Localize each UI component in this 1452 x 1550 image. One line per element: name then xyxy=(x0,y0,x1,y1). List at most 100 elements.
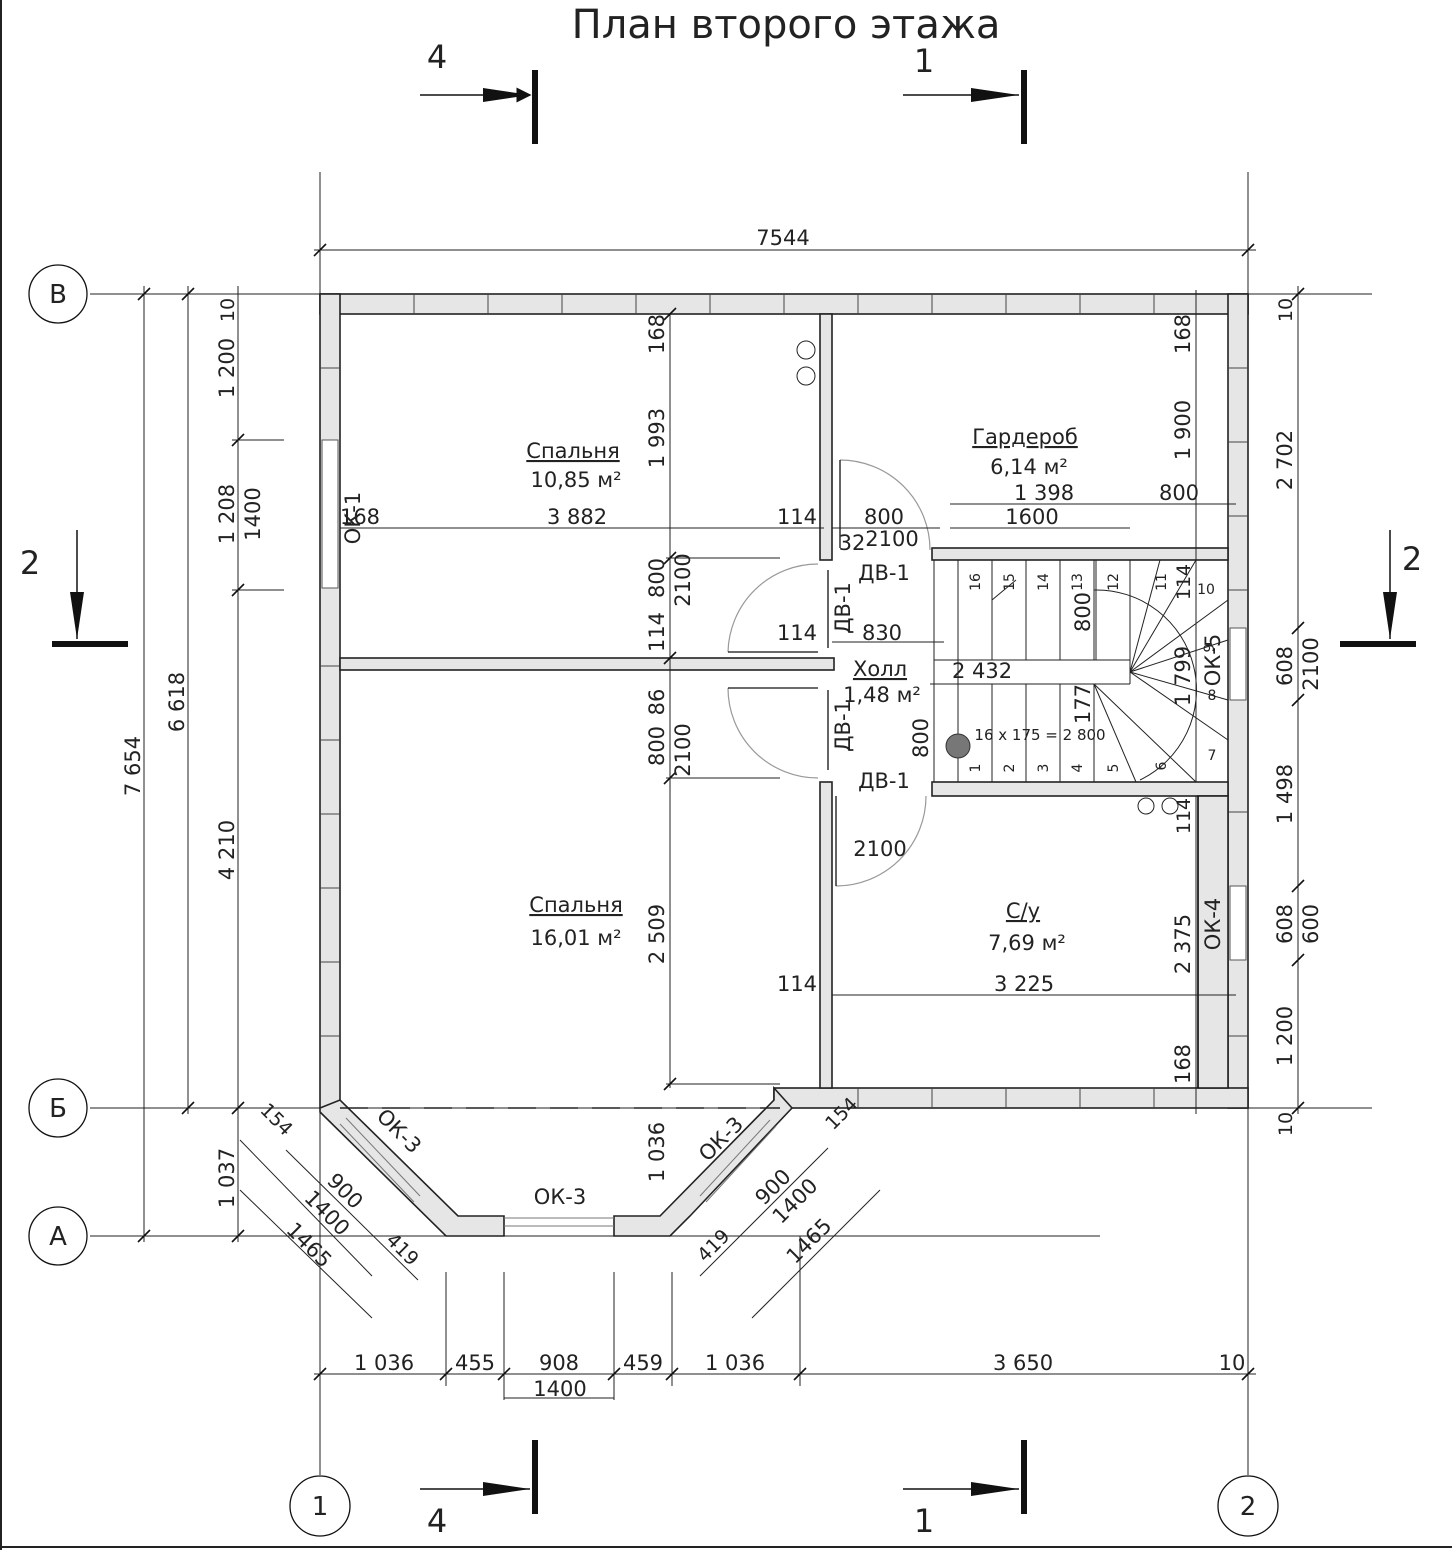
svg-text:Гардероб: Гардероб xyxy=(972,425,1078,449)
svg-text:32: 32 xyxy=(839,531,866,555)
svg-text:1 200: 1 200 xyxy=(1273,1006,1297,1066)
svg-text:800: 800 xyxy=(1159,481,1199,505)
svg-text:2100: 2100 xyxy=(1299,637,1323,690)
svg-text:10,85 м²: 10,85 м² xyxy=(530,468,621,492)
svg-text:800: 800 xyxy=(909,718,933,758)
svg-text:1 498: 1 498 xyxy=(1273,764,1297,824)
svg-text:1600: 1600 xyxy=(1005,505,1058,529)
svg-text:2: 2 xyxy=(1240,1492,1257,1522)
svg-text:ДВ-1: ДВ-1 xyxy=(831,582,855,634)
svg-text:4: 4 xyxy=(427,38,447,76)
svg-text:2 375: 2 375 xyxy=(1171,914,1195,974)
door-swings xyxy=(727,459,931,887)
svg-text:1 036: 1 036 xyxy=(705,1351,765,1375)
svg-text:16 x 175 = 2 800: 16 x 175 = 2 800 xyxy=(974,726,1105,744)
svg-text:114: 114 xyxy=(777,621,817,645)
svg-text:114: 114 xyxy=(1173,798,1195,834)
svg-text:1 037: 1 037 xyxy=(215,1148,239,1208)
section-cut-4-top: 4 xyxy=(420,38,538,144)
svg-text:459: 459 xyxy=(623,1351,663,1375)
svg-text:2100: 2100 xyxy=(671,723,695,776)
svg-text:9: 9 xyxy=(1202,644,1218,653)
axis-marker-1: 1 xyxy=(289,1475,351,1537)
svg-text:2 432: 2 432 xyxy=(952,659,1012,683)
svg-text:1 398: 1 398 xyxy=(1014,481,1074,505)
svg-text:4: 4 xyxy=(1070,763,1086,772)
svg-text:2: 2 xyxy=(1002,764,1018,773)
svg-text:1 200: 1 200 xyxy=(215,338,239,398)
svg-text:3 650: 3 650 xyxy=(993,1351,1053,1375)
svg-text:10: 10 xyxy=(1275,1112,1297,1136)
room-bathroom: С/у 7,69 м² xyxy=(988,899,1066,955)
svg-text:1: 1 xyxy=(914,1502,934,1540)
svg-text:6 618: 6 618 xyxy=(165,672,189,732)
svg-text:600: 600 xyxy=(1299,904,1323,944)
exterior-walls xyxy=(319,293,1249,1237)
axis-marker-a: А xyxy=(28,1206,88,1266)
axis-marker-v: В xyxy=(28,264,88,324)
svg-text:2 509: 2 509 xyxy=(645,904,669,964)
svg-text:1 799: 1 799 xyxy=(1171,646,1195,706)
section-cut-2-right: 2 xyxy=(1340,530,1422,647)
svg-text:2: 2 xyxy=(20,544,40,582)
svg-text:168: 168 xyxy=(1171,1044,1195,1084)
svg-text:11: 11 xyxy=(1154,573,1170,591)
stair-step-numbers: 1 2 3 4 5 6 7 8 9 10 11 12 13 14 15 16 xyxy=(968,573,1218,772)
svg-text:8: 8 xyxy=(1208,688,1217,704)
svg-text:14: 14 xyxy=(1036,573,1052,591)
svg-text:608: 608 xyxy=(1273,904,1297,944)
svg-text:800: 800 xyxy=(645,558,669,598)
svg-text:16,01 м²: 16,01 м² xyxy=(530,926,621,950)
svg-text:Спальня: Спальня xyxy=(529,893,622,917)
svg-text:15: 15 xyxy=(1002,573,1018,591)
dim-overall: 7544 xyxy=(756,226,809,250)
axis-marker-2: 2 xyxy=(1217,1475,1279,1537)
svg-text:2100: 2100 xyxy=(853,837,906,861)
svg-text:6: 6 xyxy=(1154,761,1170,770)
svg-text:114: 114 xyxy=(1173,564,1195,600)
svg-text:ОК-5: ОК-5 xyxy=(1201,634,1225,686)
plan-title: План второго этажа xyxy=(572,2,1001,48)
interior-walls xyxy=(339,313,1229,1089)
svg-text:3 225: 3 225 xyxy=(994,972,1054,996)
svg-text:2100: 2100 xyxy=(865,527,918,551)
svg-text:154: 154 xyxy=(256,1099,297,1140)
svg-text:6,14 м²: 6,14 м² xyxy=(990,455,1068,479)
axis-marker-b: Б xyxy=(28,1078,88,1138)
svg-text:114: 114 xyxy=(777,972,817,996)
svg-text:ДВ-1: ДВ-1 xyxy=(858,561,910,585)
svg-text:12: 12 xyxy=(1106,573,1122,591)
svg-text:ОК-1: ОК-1 xyxy=(341,492,365,544)
room-bedroom-bottom: Спальня 16,01 м² xyxy=(529,893,622,950)
svg-text:2 702: 2 702 xyxy=(1273,430,1297,490)
section-cut-1-bottom: 1 xyxy=(903,1440,1027,1540)
svg-text:ОК-4: ОК-4 xyxy=(1201,898,1225,950)
svg-text:А: А xyxy=(49,1222,67,1252)
svg-text:800: 800 xyxy=(1071,592,1095,632)
svg-text:455: 455 xyxy=(455,1351,495,1375)
svg-text:10: 10 xyxy=(1219,1351,1246,1375)
svg-text:ОК-3: ОК-3 xyxy=(534,1185,586,1209)
svg-text:1400: 1400 xyxy=(241,487,265,540)
section-cut-2-left: 2 xyxy=(20,530,128,647)
svg-text:4: 4 xyxy=(427,1502,447,1540)
svg-text:4 210: 4 210 xyxy=(215,820,239,880)
svg-text:2: 2 xyxy=(1402,540,1422,578)
svg-text:114: 114 xyxy=(645,612,669,652)
svg-text:830: 830 xyxy=(862,621,902,645)
svg-text:3 882: 3 882 xyxy=(547,505,607,529)
svg-text:177: 177 xyxy=(1071,684,1095,724)
svg-text:114: 114 xyxy=(777,505,817,529)
svg-text:10: 10 xyxy=(1275,298,1297,322)
svg-text:1 993: 1 993 xyxy=(645,408,669,468)
svg-text:7,69 м²: 7,69 м² xyxy=(988,931,1066,955)
room-wardrobe: Гардероб 6,14 м² xyxy=(972,425,1078,479)
svg-text:419: 419 xyxy=(693,1225,734,1266)
svg-text:1 208: 1 208 xyxy=(215,484,239,544)
svg-text:10: 10 xyxy=(1197,582,1215,598)
svg-text:1400: 1400 xyxy=(533,1377,586,1401)
svg-text:Спальня: Спальня xyxy=(526,439,619,463)
room-bedroom-top: Спальня 10,85 м² xyxy=(526,439,621,492)
svg-text:13: 13 xyxy=(1070,573,1086,591)
